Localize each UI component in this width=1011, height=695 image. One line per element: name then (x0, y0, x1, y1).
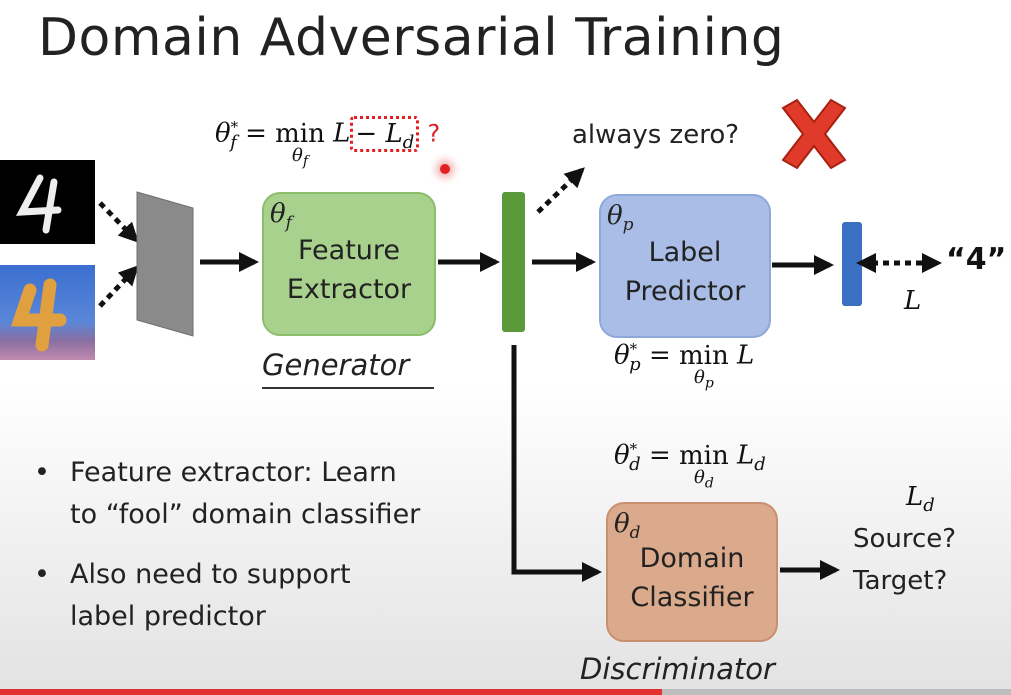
always-zero-arrow (536, 167, 585, 214)
slide-title: Domain Adversarial Training (38, 8, 785, 68)
bullet-item: Feature extractor: Learn to “fool” domai… (28, 452, 498, 536)
bullet-item: Also need to support label predictor (28, 554, 498, 638)
video-progress-fill (0, 689, 663, 695)
feature-extractor-line1: Feature (297, 234, 401, 266)
arrow-to-domain-classifier (511, 345, 602, 582)
input-projection-shape (136, 191, 194, 337)
pointer-dot (440, 164, 450, 174)
negated-domain-loss: − Ld (350, 115, 420, 153)
digit-four-colored-glyph (10, 278, 67, 352)
domain-loss: Ld (906, 482, 935, 517)
target-label: Target? (853, 566, 948, 596)
input-arrow-top (98, 201, 139, 243)
domain-classifier-line2: Classifier (630, 582, 754, 613)
label-predictor-line2: Predictor (624, 276, 746, 307)
red-x-icon (775, 98, 853, 170)
feature-extractor-line2: Extractor (286, 274, 412, 305)
feature-vector-bar (502, 192, 525, 332)
label-vector-bar (842, 222, 862, 306)
label-predictor-block: θp Label Predictor (599, 194, 771, 338)
label-predictor-line1: Label (648, 236, 722, 268)
domain-classifier-param: θd (614, 509, 641, 544)
input-image-mnistm (0, 265, 95, 360)
feature-extractor-param: θf (270, 199, 292, 234)
generator-label: Generator (262, 348, 410, 382)
domain-classifier-line1: Domain (639, 542, 745, 574)
video-progress-track[interactable] (0, 689, 1011, 695)
label-predictor-param: θp (607, 201, 634, 236)
label-loss: L (904, 286, 922, 316)
label-output: “4” (946, 242, 1007, 277)
source-label: Source? (853, 524, 957, 554)
input-image-mnist (0, 160, 95, 244)
question-mark: ? (427, 119, 441, 148)
always-zero-label: always zero? (572, 120, 740, 150)
bullet-list: Feature extractor: Learn to “fool” domai… (28, 452, 498, 655)
feature-extractor-block: θf Feature Extractor (262, 192, 436, 336)
domain-classifier-block: θd Domain Classifier (606, 502, 778, 642)
digit-four-glyph (16, 174, 62, 234)
input-arrow-bottom (98, 265, 139, 308)
discriminator-label: Discriminator (580, 652, 775, 686)
